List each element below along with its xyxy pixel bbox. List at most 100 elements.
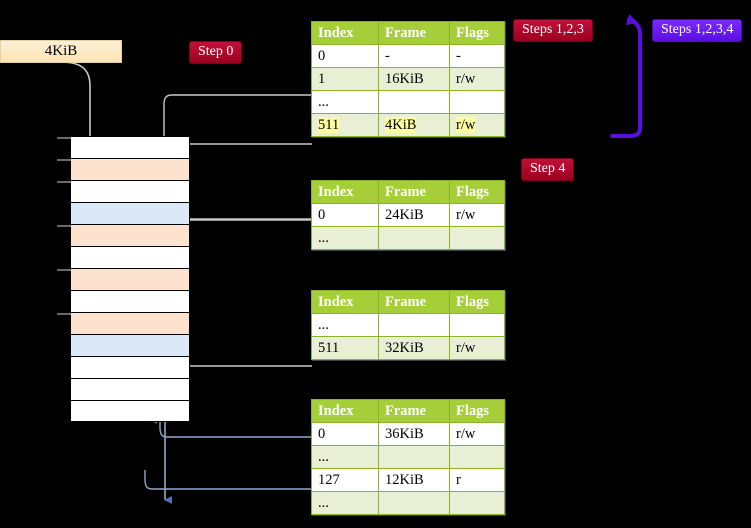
cell-frame (378, 90, 450, 114)
memory-tick (57, 313, 71, 315)
column-header-index: Index (311, 21, 379, 45)
column-header-frame: Frame (378, 180, 450, 204)
cell-flags: r (449, 468, 505, 492)
table-row: ... (311, 445, 505, 469)
table-row: ... (311, 90, 505, 114)
memory-row (70, 202, 190, 224)
memory-row (57, 224, 190, 246)
badge-steps-123: Steps 1,2,3 (513, 19, 593, 42)
cell-flags: r/w (449, 67, 505, 91)
cell-index: 511 (311, 113, 379, 137)
violet-bracket-up (625, 14, 642, 130)
cell-index: ... (311, 226, 379, 250)
badge-step-4-label: Step 4 (530, 161, 566, 176)
cell-flags (449, 313, 505, 337)
page-table-pd: Index Frame Flags ... 511 32KiB r/w (311, 290, 505, 360)
table-header-row: Index Frame Flags (311, 21, 505, 45)
table-header-row: Index Frame Flags (311, 290, 505, 314)
physical-memory-grid (57, 136, 190, 422)
cell-frame: 16KiB (378, 67, 450, 91)
memory-tick (57, 269, 71, 271)
cell-index: 0 (311, 203, 379, 227)
memory-tick (57, 181, 71, 183)
cell-flags: - (449, 44, 505, 68)
column-header-index: Index (311, 180, 379, 204)
frame-size-label: 4KiB (0, 40, 122, 63)
link-pt-row127-rail (144, 470, 312, 490)
cell-flags: r/w (449, 336, 505, 360)
cell-flags: r/w (449, 422, 505, 446)
cell-index: 127 (311, 468, 379, 492)
table-row: ... (311, 491, 505, 515)
cell-index: ... (311, 445, 379, 469)
table-row: 0 24KiB r/w (311, 203, 505, 227)
cell-frame: 12KiB (378, 468, 450, 492)
cell-frame: - (378, 44, 450, 68)
column-header-frame: Frame (378, 21, 450, 45)
cell-flags (449, 90, 505, 114)
violet-bracket-foot (610, 126, 642, 138)
table-row-highlighted: 511 4KiB r/w (311, 113, 505, 137)
column-header-flags: Flags (449, 290, 505, 314)
cell-frame: 32KiB (378, 336, 450, 360)
link-pdpt-to-mem6 (176, 219, 312, 259)
table-row: 127 12KiB r (311, 468, 505, 492)
memory-row (70, 356, 190, 378)
table-row: 511 32KiB r/w (311, 336, 505, 360)
cell-frame (378, 226, 450, 250)
column-header-flags: Flags (449, 21, 505, 45)
memory-row (70, 400, 190, 422)
memory-row (57, 268, 190, 290)
table-row: 0 36KiB r/w (311, 422, 505, 446)
memory-row (57, 136, 190, 158)
cell-flags (449, 491, 505, 515)
cell-index: 511 (311, 336, 379, 360)
cell-frame (378, 491, 450, 515)
column-header-flags: Flags (449, 180, 505, 204)
badge-step-4: Step 4 (521, 158, 575, 181)
table-row: ... (311, 226, 505, 250)
cell-frame (378, 313, 450, 337)
cell-index-text: 511 (318, 116, 340, 133)
column-header-frame: Frame (378, 290, 450, 314)
memory-row (70, 290, 190, 312)
table-header-row: Index Frame Flags (311, 399, 505, 423)
page-table-pt: Index Frame Flags 0 36KiB r/w ... 127 12… (311, 399, 505, 515)
cell-frame-text: 4KiB (385, 116, 417, 133)
cell-index: ... (311, 313, 379, 337)
memory-row (70, 378, 190, 400)
page-table-pml4: Index Frame Flags 0 - - 1 16KiB r/w ... (311, 21, 505, 137)
link-pml4-row511-to-mem (176, 143, 312, 164)
table-row: ... (311, 313, 505, 337)
table-row: 1 16KiB r/w (311, 67, 505, 91)
cell-flags (449, 445, 505, 469)
frame-size-text: 4KiB (44, 43, 78, 59)
cell-flags: r/w (449, 203, 505, 227)
memory-tick (57, 225, 71, 227)
memory-row (70, 246, 190, 268)
column-header-index: Index (311, 399, 379, 423)
cell-index: 0 (311, 44, 379, 68)
cell-frame (378, 445, 450, 469)
column-header-index: Index (311, 290, 379, 314)
table-row: 0 - - (311, 44, 505, 68)
badge-step-0: Step 0 (189, 41, 243, 64)
table-header-row: Index Frame Flags (311, 180, 505, 204)
memory-row (70, 334, 190, 356)
memory-tick (57, 137, 71, 139)
cell-index: ... (311, 90, 379, 114)
cell-index: ... (311, 491, 379, 515)
memory-tick (57, 159, 71, 161)
cell-flags (449, 226, 505, 250)
cell-index: 1 (311, 67, 379, 91)
cell-flags-text: r/w (456, 116, 476, 133)
cell-frame: 36KiB (378, 422, 450, 446)
link-pd-rail (179, 309, 312, 367)
badge-steps-1234: Steps 1,2,3,4 (652, 19, 743, 42)
column-header-frame: Frame (378, 399, 450, 423)
badge-steps-1234-label: Steps 1,2,3,4 (661, 22, 734, 37)
badge-steps-123-label: Steps 1,2,3 (522, 22, 584, 37)
cell-index: 0 (311, 422, 379, 446)
memory-row (57, 312, 190, 334)
